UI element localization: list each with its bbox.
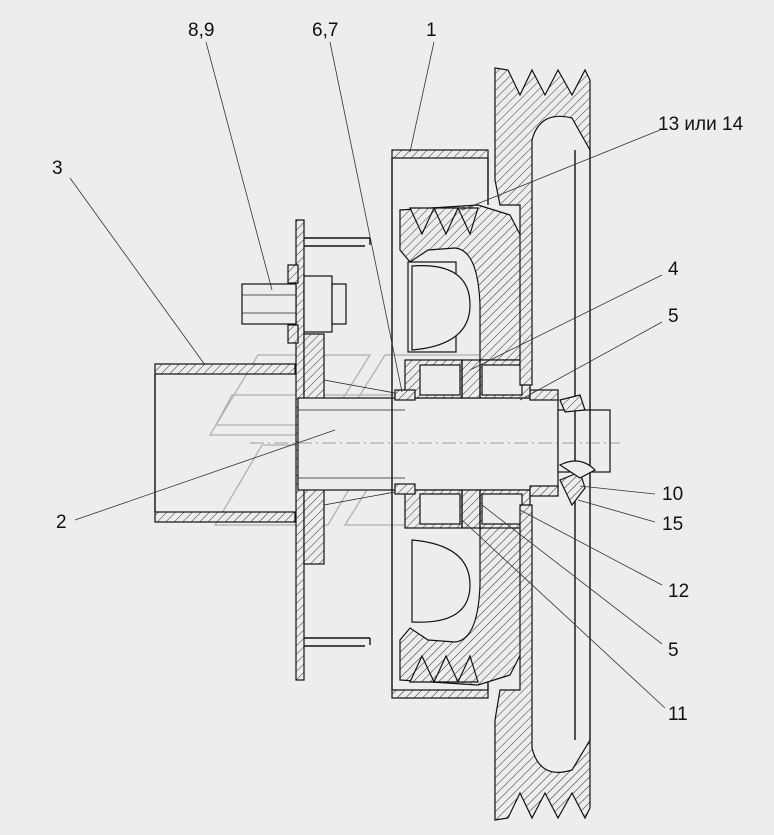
leader-lines [69,41,666,709]
callout-6-7: 6,7 [312,20,338,41]
retaining-washer [529,389,596,507]
callout-1: 1 [426,20,437,41]
callout-10: 10 [662,484,683,505]
callout-4: 4 [668,259,679,280]
inner-pulley-lower [399,524,529,686]
callout-5-lower: 5 [668,640,679,661]
shaft-part-2 [297,379,611,506]
callout-13-14: 13 или 14 [658,114,744,135]
callout-2: 2 [56,512,67,533]
bolt-8-9 [241,264,347,344]
callout-11: 11 [668,704,688,725]
callout-3: 3 [52,158,63,179]
seal-rings-6-7 [394,389,416,495]
callout-8-9: 8,9 [188,20,214,41]
bearing-block-lower [404,489,531,529]
bearing-block-upper [404,359,531,399]
callout-5-upper: 5 [668,306,679,327]
pipe-part-3 [154,363,296,523]
callout-12: 12 [668,581,689,602]
housing-part-1 [391,149,489,699]
inner-pulley-upper [399,204,529,361]
callout-15: 15 [662,514,683,535]
outer-pulley [494,67,591,821]
